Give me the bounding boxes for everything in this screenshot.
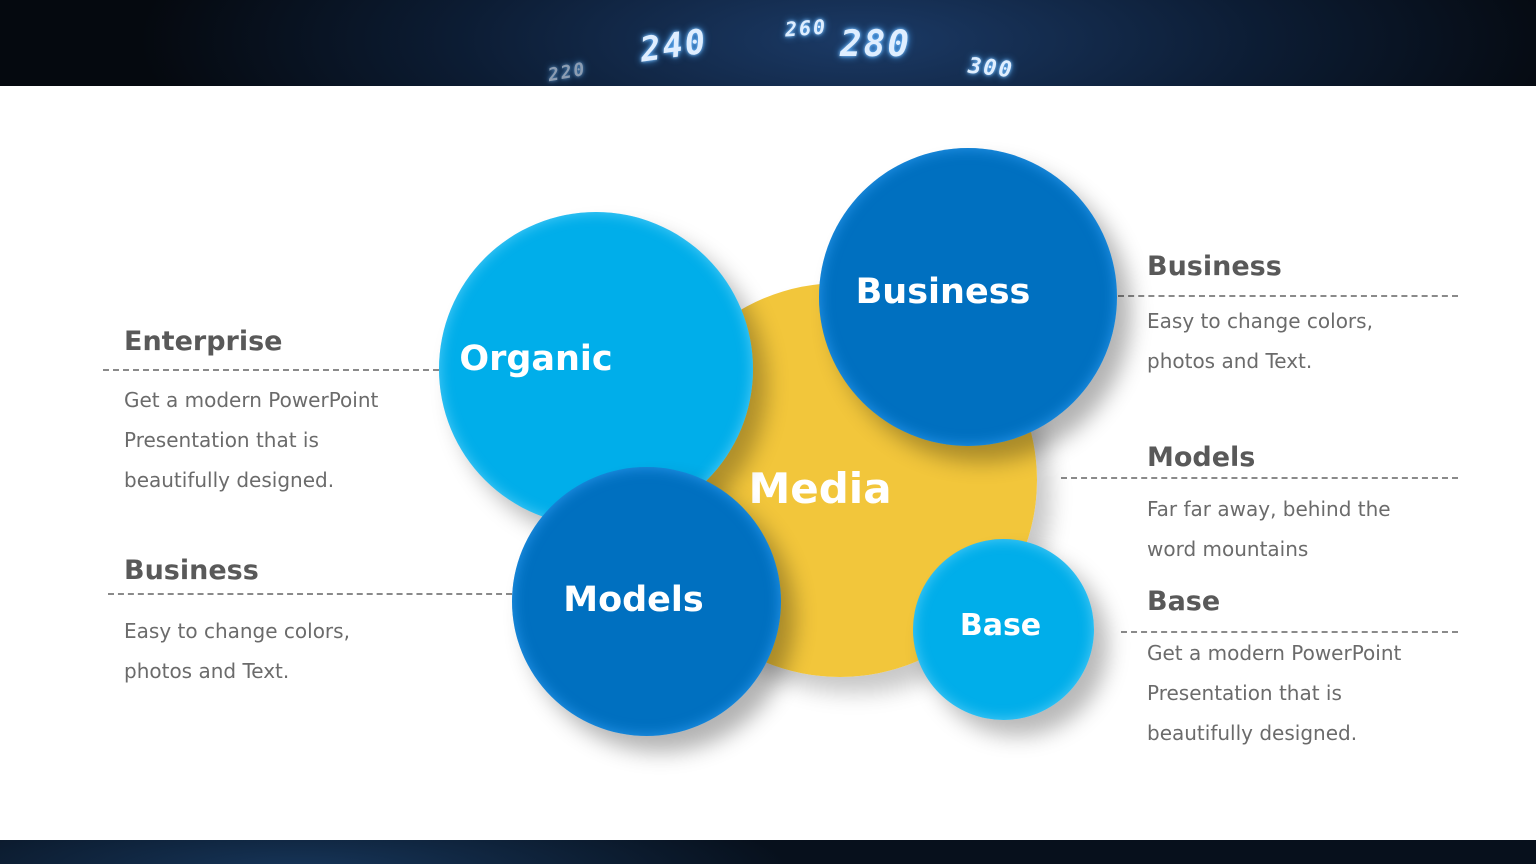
right-heading-models: Models — [1147, 442, 1256, 473]
right-heading-business: Business — [1147, 251, 1282, 282]
speed-label-280: 280 — [840, 24, 912, 65]
left-connector-enterprise — [103, 369, 439, 371]
speed-label-240: 240 — [637, 21, 710, 71]
business-label: Business — [855, 272, 1031, 312]
left-body-business: Easy to change colors, photos and Text. — [124, 619, 350, 683]
right-body-models: Far far away, behind the word mountains — [1147, 497, 1391, 561]
right-connector-business — [1118, 295, 1458, 297]
media-label: Media — [748, 463, 892, 513]
base-circle: Base — [913, 539, 1094, 720]
models-circle: Models — [512, 467, 781, 736]
models-label: Models — [563, 579, 704, 620]
right-heading-base: Base — [1147, 586, 1221, 617]
left-connector-business — [108, 593, 512, 595]
organic-label: Organic — [459, 339, 613, 379]
slide-canvas: Enterprise Get a modern PowerPoint Prese… — [0, 86, 1536, 840]
right-body-base: Get a modern PowerPoint Presentation tha… — [1147, 641, 1402, 745]
left-body-enterprise: Get a modern PowerPoint Presentation tha… — [124, 388, 379, 492]
right-connector-base — [1121, 631, 1458, 633]
speed-label-300: 300 — [966, 53, 1015, 84]
base-label: Base — [959, 608, 1042, 643]
left-heading-business: Business — [124, 555, 259, 586]
organic-circle: Organic — [439, 212, 753, 526]
right-connector-models — [1061, 477, 1458, 479]
speed-label-220: 220 — [546, 58, 589, 86]
right-body-business: Easy to change colors, photos and Text. — [1147, 309, 1373, 373]
speed-label-260: 260 — [784, 14, 828, 42]
speedometer-banner-bottom — [0, 840, 1536, 864]
speedometer-banner-top: 220 240 260 280 300 — [0, 0, 1536, 86]
left-heading-enterprise: Enterprise — [124, 326, 283, 357]
business-circle: Business — [819, 148, 1117, 446]
